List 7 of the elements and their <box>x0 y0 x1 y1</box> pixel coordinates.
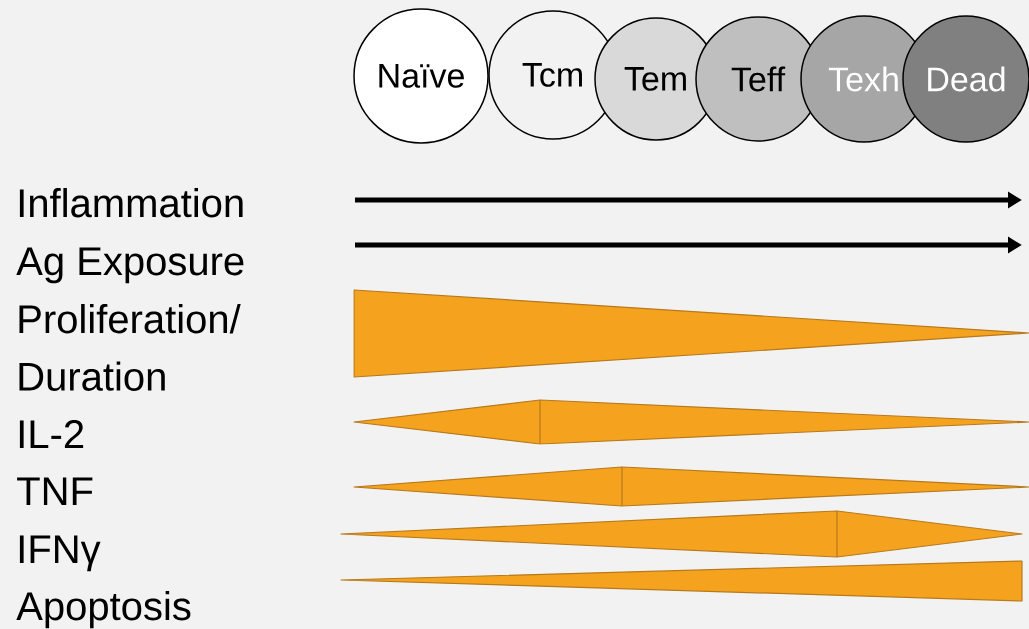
row-label: Apoptosis <box>16 591 191 629</box>
row-label: IL-2 <box>19 420 84 448</box>
row-label: Proliferation/ Duration <box>19 304 241 391</box>
row-label: Ag Exposure <box>16 247 244 284</box>
row-label: Inflammation <box>19 188 243 218</box>
row-label: IFNγ <box>19 535 101 572</box>
row-label: TNF <box>17 477 93 505</box>
